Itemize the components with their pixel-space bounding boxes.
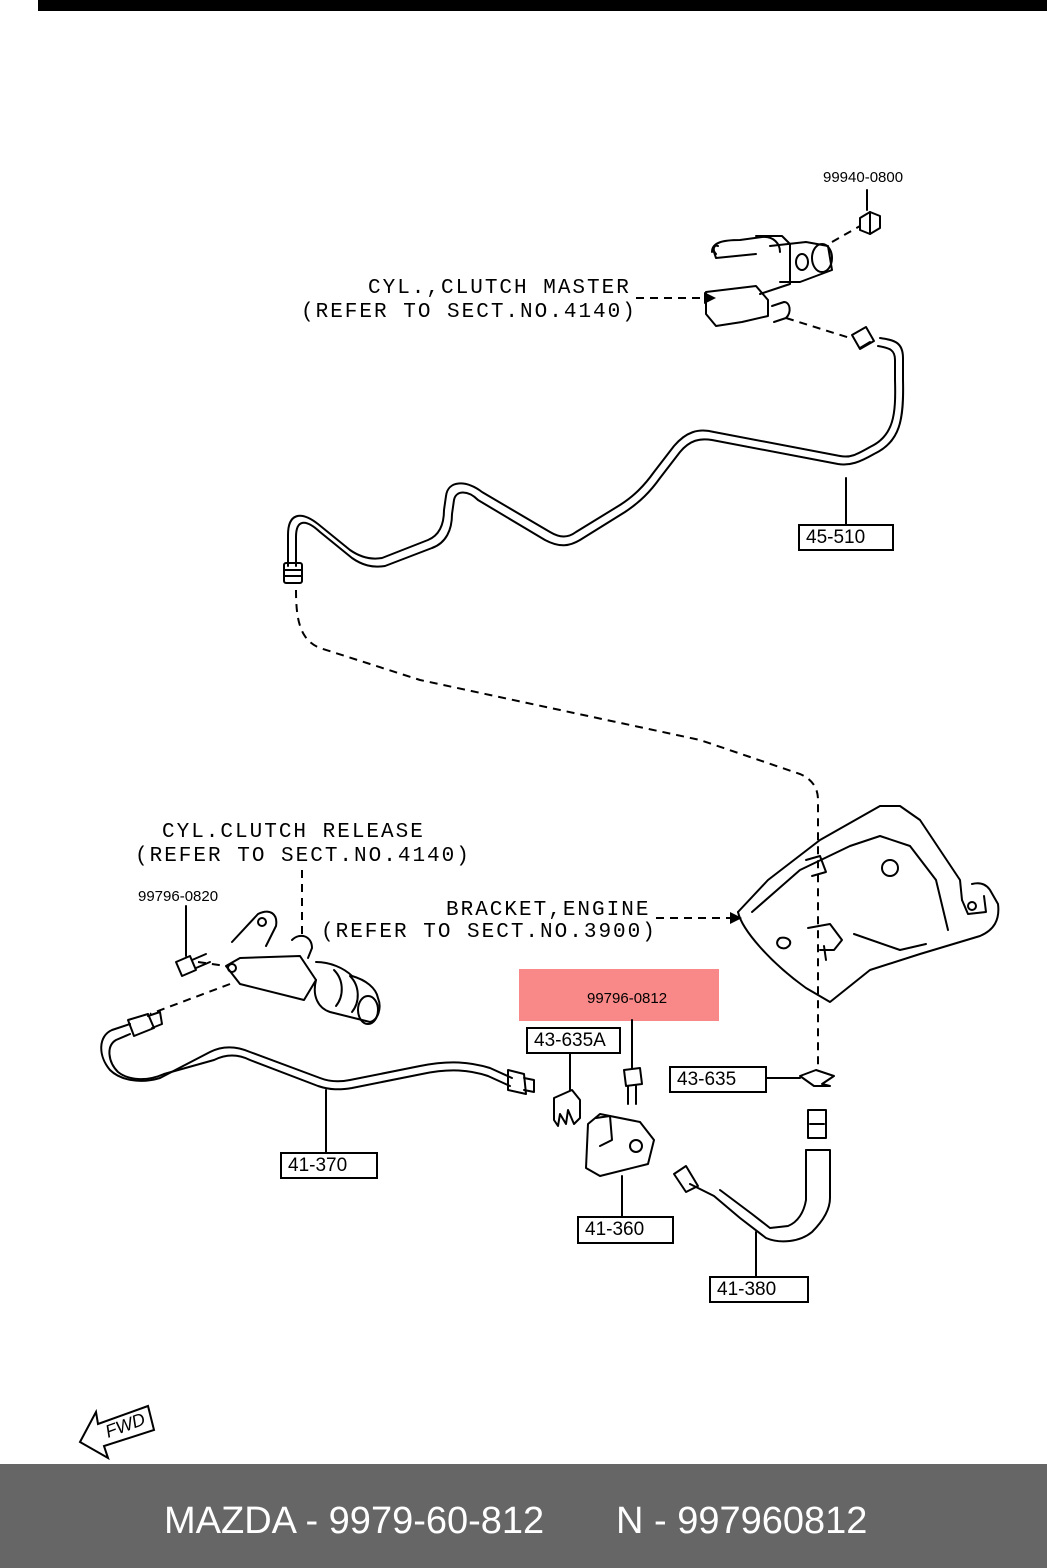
label-41-380: 41-380 [709,1276,809,1303]
dashed-upper-to-bracket [295,589,819,1066]
hose-41-380 [673,1109,831,1277]
bolt-99796-0812 [623,1019,643,1105]
top-border [38,0,1047,11]
pipe-45-510 [283,326,905,584]
pipe-41-370 [100,1011,535,1095]
label-43-635A: 43-635A [526,1027,621,1054]
footer-bar: MAZDA - 9979-60-812 N - 997960812 [0,1464,1047,1568]
footer-part-number: MAZDA - 9979-60-812 [164,1500,545,1542]
engine-bracket [737,805,1000,1003]
label-43-635: 43-635 [669,1066,767,1093]
master-cylinder-label: CYL.,CLUTCH MASTER [368,277,631,300]
part-number-highlight: 99796-0812 [587,990,668,1007]
arrow-bracket [730,912,742,924]
parts-diagram: FWD [78,189,1000,1461]
nut-99940-0800 [859,189,881,235]
bracket-41-360 [585,1113,655,1217]
arrow-master [704,292,716,304]
release-cylinder [225,910,381,1025]
label-41-370: 41-370 [280,1152,378,1179]
dashed-master-pipe [785,317,851,339]
release-cylinder-ref: (REFER TO SECT.NO.4140) [135,845,471,868]
release-cylinder-label: CYL.CLUTCH RELEASE [162,821,425,844]
dashed-nut [831,225,861,243]
engine-bracket-label: BRACKET,ENGINE [446,899,651,922]
fwd-arrow-icon: FWD [78,1404,156,1461]
clip-43-635 [765,1069,835,1087]
dashed-release-pipe [149,983,231,1015]
bolt-99796-0820 [175,905,211,977]
label-45-510: 45-510 [798,524,894,551]
dashed-release-bolt [197,961,227,967]
master-cylinder [705,235,833,327]
engine-bracket-ref: (REFER TO SECT.NO.3900) [321,921,657,944]
clip-43-635A [553,1053,581,1127]
highlight-box [519,969,719,1021]
part-number-bolt-release: 99796-0820 [138,888,219,905]
fwd-label: FWD [103,1409,148,1442]
part-number-nut: 99940-0800 [823,169,904,186]
footer-alt-number: N - 997960812 [616,1500,868,1542]
label-41-360: 41-360 [577,1216,674,1244]
master-cylinder-ref: (REFER TO SECT.NO.4140) [301,301,637,324]
